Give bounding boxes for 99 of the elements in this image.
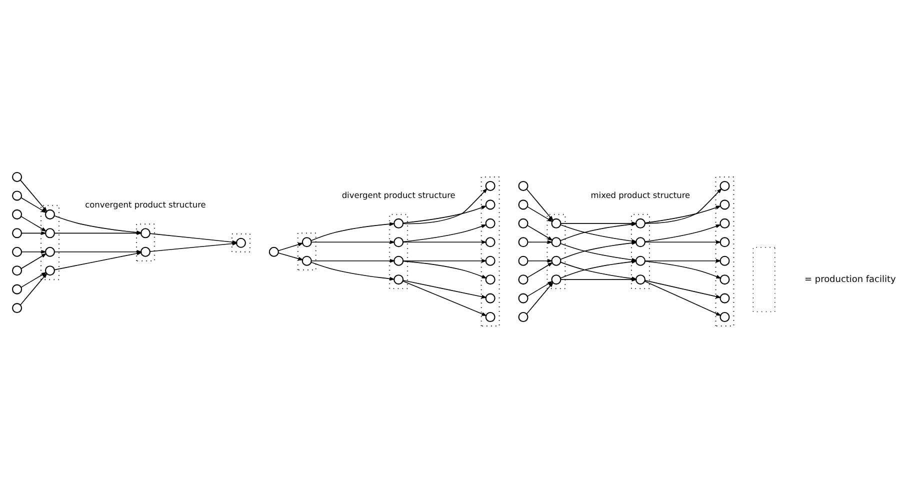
arrow <box>311 258 396 262</box>
arrow <box>402 205 487 223</box>
arrow <box>644 240 722 244</box>
arrow <box>402 279 488 298</box>
node-circle <box>485 199 496 210</box>
node-circle <box>720 274 730 284</box>
node-circle <box>551 236 562 247</box>
label: convergent product structure <box>85 199 206 210</box>
node-box <box>752 246 776 312</box>
node-circle <box>635 218 646 228</box>
node-circle <box>394 274 404 284</box>
node-circle <box>485 236 496 247</box>
arrow <box>21 230 47 235</box>
arrow <box>20 252 47 268</box>
arrow <box>402 188 488 224</box>
arrow <box>644 280 722 316</box>
arrow <box>311 240 396 244</box>
node-circle <box>720 292 730 303</box>
node-circle <box>635 255 646 266</box>
node-circle <box>44 208 55 219</box>
node-circle <box>485 292 496 303</box>
node-circle <box>44 228 55 238</box>
label: divergent product structure <box>342 189 456 200</box>
node-circle <box>12 171 22 182</box>
node-circle <box>551 218 562 228</box>
arrow <box>402 240 488 244</box>
node-circle <box>394 218 404 228</box>
arrow <box>526 262 554 278</box>
node-circle <box>12 246 22 256</box>
arrow <box>526 280 554 296</box>
arrow <box>20 216 47 232</box>
node-circle <box>720 218 730 228</box>
node-circle <box>635 236 646 247</box>
node-circle <box>394 255 404 266</box>
arrow <box>278 242 304 251</box>
arrow <box>526 188 554 221</box>
arrow <box>21 249 47 254</box>
arrow <box>402 260 488 278</box>
node-circle <box>485 218 496 228</box>
arrow <box>20 196 47 213</box>
node-circle <box>518 292 528 303</box>
arrow <box>644 280 722 298</box>
node-circle <box>12 190 22 200</box>
node-circle <box>518 218 528 228</box>
label: mixed product structure <box>590 189 690 200</box>
node-circle <box>720 180 730 190</box>
node-circle <box>140 228 150 238</box>
node-circle <box>720 236 730 247</box>
node-circle <box>268 246 279 256</box>
arrow <box>527 258 553 262</box>
arrow <box>644 224 722 242</box>
node-circle <box>635 274 646 284</box>
node-circle <box>485 180 496 190</box>
arrow <box>20 272 47 288</box>
node-circle <box>12 265 22 276</box>
arrow <box>150 241 238 252</box>
arrow <box>20 272 48 305</box>
node-circle <box>394 236 404 247</box>
node-circle <box>485 274 496 284</box>
node-circle <box>44 246 55 256</box>
node-circle <box>518 180 528 190</box>
arrow <box>402 258 488 262</box>
node-circle <box>12 228 22 238</box>
node-circle <box>720 199 730 210</box>
node-circle <box>518 199 528 210</box>
node-circle <box>720 312 730 322</box>
node-circle <box>485 255 496 266</box>
arrow <box>402 280 488 316</box>
arrow <box>526 206 554 222</box>
arrow <box>644 258 722 262</box>
arrow <box>526 224 554 240</box>
node-circle <box>485 312 496 322</box>
arrow <box>526 281 554 314</box>
node-circle <box>140 246 150 256</box>
node-circle <box>551 255 562 266</box>
arrow <box>311 261 396 280</box>
arrow <box>20 179 48 212</box>
node-circle <box>302 255 312 266</box>
node-circle <box>720 255 730 266</box>
node-circle <box>518 255 528 266</box>
node-circle <box>236 237 246 248</box>
node-circle <box>518 236 528 247</box>
arrow <box>644 205 722 223</box>
arrow <box>310 222 396 241</box>
node-circle <box>518 312 528 322</box>
node-circle <box>551 274 562 284</box>
arrow <box>644 260 722 278</box>
node-circle <box>12 208 22 219</box>
legend-label: = production facility <box>804 274 896 284</box>
arrow <box>54 251 142 270</box>
arrow <box>644 188 722 224</box>
arrow <box>402 224 487 242</box>
arrow <box>278 252 304 260</box>
arrow <box>527 240 553 244</box>
node-circle <box>12 302 22 313</box>
node-circle <box>12 284 22 294</box>
node-circle <box>302 236 312 247</box>
node-circle <box>44 265 55 276</box>
node-circle <box>518 274 528 284</box>
